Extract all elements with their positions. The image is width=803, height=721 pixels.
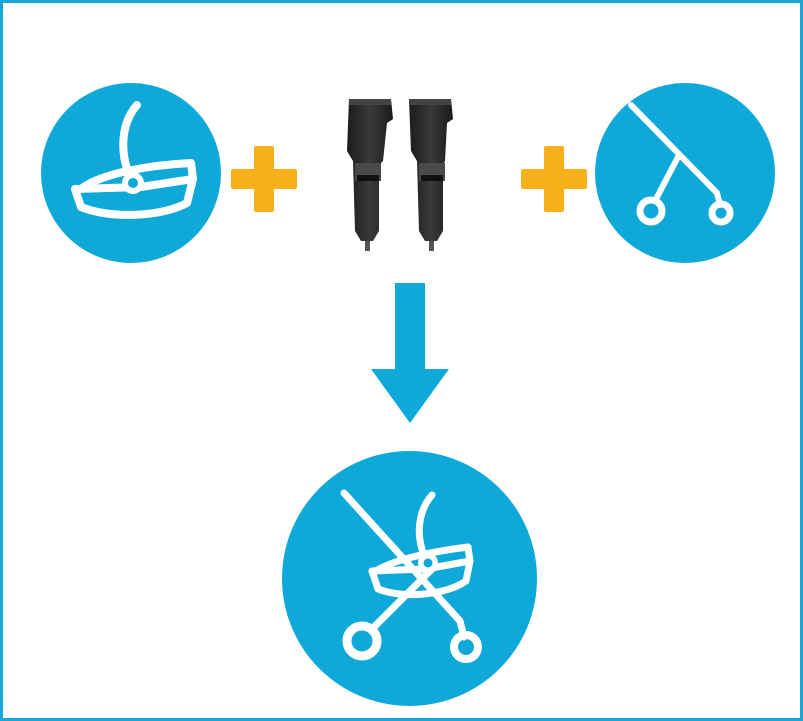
infant-car-seat-icon <box>41 83 221 263</box>
stroller-frame-icon <box>595 83 775 263</box>
plus-icon <box>223 138 305 220</box>
car-seat-adapters-image <box>335 91 465 251</box>
plus-icon <box>513 138 595 220</box>
stroller-with-car-seat-icon <box>282 451 537 706</box>
arrow-down-icon <box>371 283 449 429</box>
